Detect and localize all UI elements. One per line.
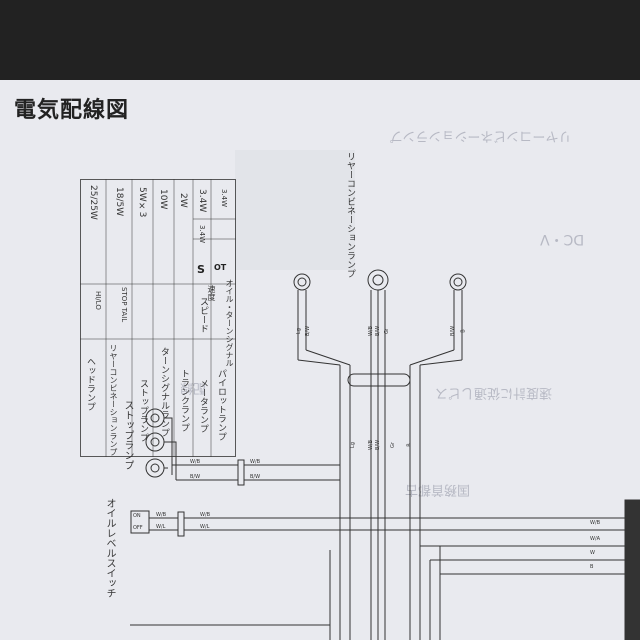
row-name-6: メータランプ	[198, 379, 208, 433]
wire-label: B/W	[450, 325, 457, 337]
wire-label: B/W	[190, 474, 201, 480]
wire-label: B	[590, 564, 594, 570]
row-sub-ot-label: オイル・ターンシグナル	[225, 279, 234, 367]
wire-label: W/L	[200, 524, 210, 530]
bulb-right	[449, 273, 467, 291]
page-title: 電気配線図	[14, 98, 130, 123]
wire-label: B	[460, 329, 467, 333]
wire-label: Gr	[383, 328, 390, 334]
row-name-4: ターンシグナルランプ	[159, 347, 169, 437]
wire-label: W/B	[368, 439, 375, 451]
row-name-7: パイロットランプ	[216, 369, 226, 441]
wire-label: W/B	[190, 459, 201, 465]
row-value-5: 2W	[178, 193, 188, 208]
oil-switch	[130, 510, 150, 534]
row-sub-2: STOP TAIL	[120, 287, 128, 323]
wire-label: W/B	[368, 325, 375, 337]
manual-page: 電気配線図 リヤーコンビネーションランプ DC・V 速度計に従通しピス 国務首都…	[0, 80, 640, 640]
wire-label: W	[590, 550, 595, 556]
row-sub-6: スピード	[198, 297, 208, 333]
stop-lamp-1	[145, 408, 165, 428]
wire-label: W/B	[250, 459, 261, 465]
row-name-3: ストップランプ	[138, 379, 148, 442]
stop-lamp-2	[145, 432, 165, 452]
wire-label: B/W	[375, 439, 382, 451]
row-sub-1: HI/LO	[94, 291, 102, 310]
wire-label: W/L	[156, 524, 166, 530]
row-value-ot: 3.4W	[220, 189, 228, 208]
wire-label: B/W	[250, 474, 261, 480]
row-name-1: ヘッドランプ	[85, 357, 95, 411]
wire-label: W/A	[590, 536, 601, 542]
row-name-5: トランクランプ	[179, 369, 189, 432]
rear-combination-label: リヤーコンビネーションランプ	[345, 152, 355, 278]
row-name-2: リヤーコンビネーションランプ	[109, 344, 118, 456]
row-value-s: 3.4W	[198, 225, 206, 244]
row-value-6: 3.4W	[197, 189, 207, 213]
stop-lamp-label: ストップランプ	[122, 400, 133, 470]
wire-label: Gr	[389, 442, 396, 448]
wiring-diagram	[130, 269, 640, 640]
row-sub-s-label: 速度	[207, 285, 216, 301]
row-value-3: 5W×3	[137, 187, 147, 218]
stop-lamp-3	[145, 458, 165, 478]
ghost-photo	[235, 150, 355, 270]
spec-table: ヘッドランプ HI/LO 25/25W リヤーコンビネーションランプ STOP …	[80, 179, 236, 457]
switch-on-label: ON	[133, 513, 141, 519]
main-connector	[347, 373, 411, 387]
row-value-4: 10W	[158, 189, 168, 210]
bulb-center	[367, 269, 389, 291]
switch-off-label: OFF	[133, 525, 143, 531]
oil-level-switch-label: オイルレベルスイッチ	[104, 498, 115, 598]
wire-label: Lg	[349, 442, 356, 448]
wire-label: B	[406, 443, 413, 447]
row-sub-s: S	[197, 263, 205, 276]
wire-label: Lg	[295, 328, 302, 334]
wire-label: B/W	[375, 325, 382, 337]
bulb-left-filament	[297, 277, 307, 287]
oil-connector	[177, 511, 185, 537]
wire-label: W/B	[156, 512, 167, 518]
bulb-left	[293, 273, 311, 291]
row-value-2: 18/5W	[114, 187, 124, 217]
row-value-1: 25/25W	[88, 185, 98, 220]
wire-label: B/W	[305, 325, 312, 337]
stop-connector	[237, 459, 245, 486]
wire-label: W/B	[590, 520, 601, 526]
bulb-center-filament	[372, 274, 384, 286]
bulb-right-filament	[453, 277, 463, 287]
wire-label: W/B	[200, 512, 211, 518]
row-sub-ot: OT	[214, 263, 227, 272]
